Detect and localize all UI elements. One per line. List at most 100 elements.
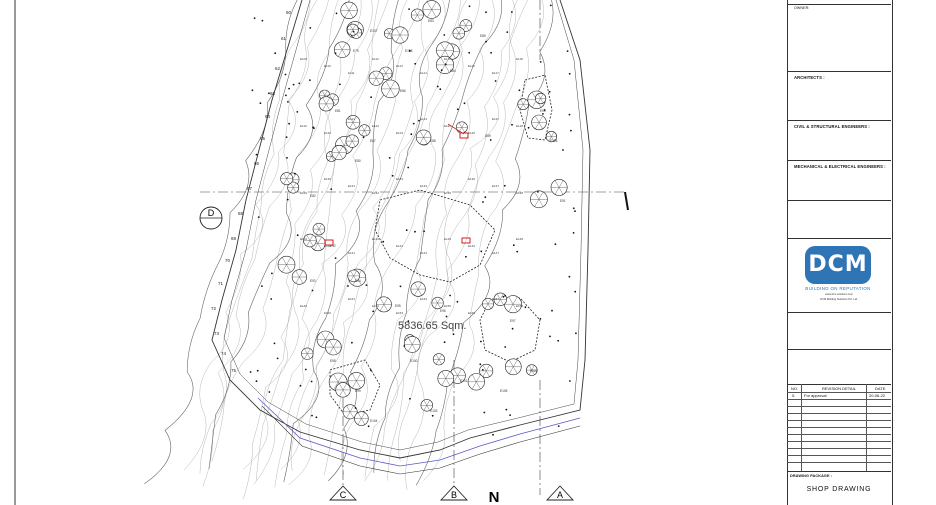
boundary-number: 72: [211, 306, 217, 311]
boundary-number: 71: [218, 281, 224, 286]
tree-tag-label: E105: [500, 389, 508, 393]
survey-point: [285, 136, 288, 139]
contour-line: [364, 0, 480, 478]
tree-tag-label: E134: [420, 184, 427, 188]
tree-icon: [381, 79, 400, 99]
red-marker-icon: [324, 239, 334, 246]
boundary-number: 66: [254, 161, 260, 166]
survey-point: [431, 414, 434, 417]
tree-icon: [420, 399, 433, 412]
tree-icon: [312, 222, 326, 236]
contour-line: [288, 0, 461, 486]
contour-line: [243, 0, 380, 470]
tree-tag-label: E82: [310, 194, 316, 198]
contour-line: [324, 0, 446, 475]
contour-line: [364, 0, 495, 482]
survey-point: [309, 79, 311, 81]
contour-line: [415, 0, 554, 486]
survey-point: [516, 250, 519, 253]
tree-icon: [504, 295, 522, 314]
tree-tag-label: E128: [516, 124, 523, 128]
survey-point: [537, 191, 539, 193]
survey-point: [518, 89, 521, 92]
tree-tag-label: E155: [444, 304, 451, 308]
survey-point: [509, 414, 511, 416]
survey-point: [304, 368, 307, 371]
tree-tag-label: E103: [430, 409, 438, 413]
section-marker-a-label: A: [557, 490, 563, 500]
tb-divider: [787, 200, 891, 201]
tb-divider: [787, 349, 891, 350]
survey-point: [259, 102, 262, 105]
survey-point: [382, 240, 385, 243]
survey-point: [362, 136, 365, 139]
survey-point: [408, 49, 411, 52]
tree-icon: [280, 172, 294, 186]
contour-line: [398, 0, 528, 462]
tree-tag-label: E133: [396, 177, 403, 181]
tree-tag-label: E107: [370, 29, 378, 33]
survey-point: [489, 139, 492, 141]
survey-point: [410, 133, 413, 136]
site-area-label: 5836.65 Sqm.: [398, 320, 467, 332]
tree-icon: [346, 23, 359, 36]
dcm-logo-website: www.dcm-solutions.com: [825, 293, 853, 296]
survey-point: [439, 88, 442, 91]
survey-point: [255, 380, 258, 383]
survey-point: [557, 339, 560, 342]
survey-point: [566, 50, 569, 52]
tree-tag-label: E85: [480, 34, 486, 38]
tree-icon: [403, 336, 421, 353]
survey-point: [399, 285, 402, 288]
tree-tag-label: E148: [516, 237, 523, 241]
survey-point: [334, 52, 337, 55]
tree-tag-label: E99: [355, 389, 361, 393]
survey-point: [257, 216, 260, 219]
survey-point: [285, 94, 287, 97]
architects-label: ARCHITECTS :: [794, 75, 825, 80]
tree-tag-label: E122: [372, 124, 379, 128]
tree-icon: [545, 131, 558, 143]
contour-line: [290, 0, 408, 471]
survey-point: [261, 19, 264, 22]
tree-icon: [550, 178, 568, 196]
tree-icon: [432, 353, 445, 366]
survey-point: [504, 294, 507, 297]
survey-point: [251, 89, 254, 92]
tree-tag-label: E139: [300, 237, 307, 241]
survey-point: [407, 166, 410, 169]
tree-tag-label: E135: [444, 191, 451, 195]
tree-tag-label: E131: [348, 184, 355, 188]
tree-icon: [368, 70, 384, 86]
tb-divider: [787, 120, 891, 121]
survey-point: [574, 290, 577, 293]
survey-point: [574, 210, 576, 213]
survey-point: [485, 11, 487, 14]
survey-point: [570, 129, 572, 132]
tree-tag-label: E143: [396, 244, 403, 248]
tree-tag-label: E145: [444, 237, 451, 241]
tree-tag-label: E147: [492, 251, 499, 255]
survey-point: [568, 72, 571, 75]
survey-point: [512, 244, 515, 247]
survey-point: [539, 61, 542, 63]
survey-point: [452, 333, 455, 336]
revision-header-no: NO.: [791, 386, 799, 391]
built-zone-northeast: [519, 74, 553, 141]
tree-tag-label: E83: [428, 19, 434, 23]
tree-tag-label: E158: [516, 304, 523, 308]
drawing-package-label: DRAWING PACKAGE :: [790, 474, 833, 478]
tree-icon: [340, 1, 358, 19]
tree-tag-label: E124: [420, 117, 427, 121]
tree-tag-label: E129: [300, 191, 307, 195]
survey-point: [273, 342, 276, 345]
boundary-number: 67: [247, 186, 253, 191]
section-marker-b: B: [439, 485, 469, 501]
survey-point: [494, 80, 497, 82]
survey-point: [444, 63, 447, 66]
survey-point: [562, 149, 564, 151]
tree-tag-label: E102: [530, 369, 538, 373]
contour-line: [283, 0, 399, 483]
survey-point: [367, 425, 370, 428]
